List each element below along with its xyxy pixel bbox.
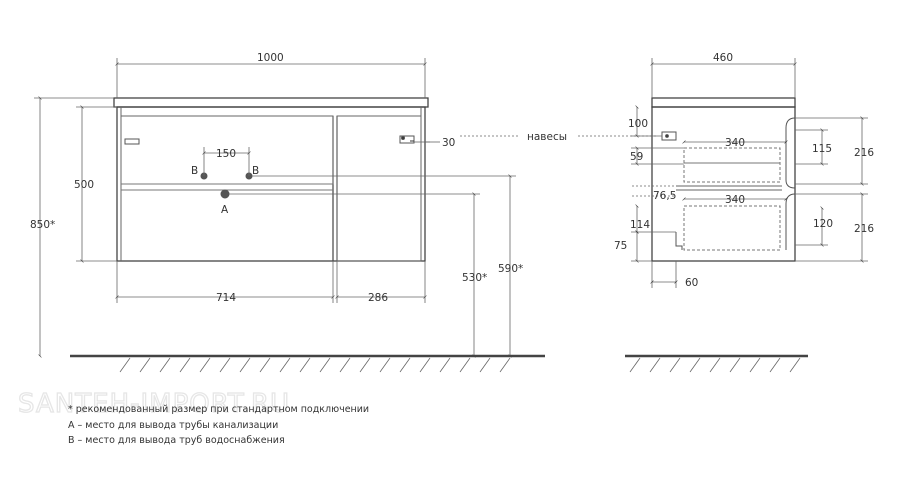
dim-lower-section: 216: [854, 223, 874, 235]
dim-upper-shelf: 340: [725, 137, 745, 149]
front-dimensions: [34, 58, 656, 358]
label-a: A: [221, 204, 229, 216]
dim-upper-drawer-offset: 59: [630, 151, 643, 163]
hinges-callout: навесы: [527, 131, 567, 143]
side-hinge: [661, 131, 677, 141]
floor-side: [625, 354, 808, 373]
floor-front: [70, 354, 545, 373]
front-view: [113, 97, 429, 262]
dim-right-section: 286: [368, 292, 388, 304]
side-dimensions: [631, 58, 868, 288]
dim-drain-height: 530*: [462, 272, 487, 284]
dim-drawer-gap: 76,5: [653, 190, 676, 202]
dim-back-offset: 60: [685, 277, 698, 289]
dim-total-height: 850*: [30, 219, 55, 231]
dim-bottom-offset: 75: [614, 240, 627, 252]
dim-upper-drawer-height: 115: [812, 143, 832, 155]
label-b-left: B: [191, 165, 198, 177]
dim-lower-shelf: 340: [725, 194, 745, 206]
upper-drawer: [683, 147, 781, 183]
drain-outlet: [220, 189, 230, 199]
dim-depth: 460: [713, 52, 733, 64]
front-cabinet-body: [116, 106, 426, 262]
side-view: [651, 97, 796, 262]
watermark: SANTEH-IMPORT.RU: [18, 389, 290, 419]
dim-body-height: 500: [74, 179, 94, 191]
hinge-right: [399, 135, 415, 144]
side-cabinet-body: [651, 106, 796, 262]
dim-hinge-offset: 30: [442, 137, 455, 149]
note-asterisk: * рекомендованный размер при стандартном…: [68, 404, 369, 415]
front-countertop: [113, 97, 429, 108]
dim-water-height: 590*: [498, 263, 523, 275]
dim-left-section: 714: [216, 292, 236, 304]
note-b: В – место для вывода труб водоснабжения: [68, 435, 285, 446]
dim-upper-section: 216: [854, 147, 874, 159]
side-countertop: [651, 97, 796, 108]
lower-drawer: [683, 205, 781, 251]
hinge-left: [124, 138, 140, 145]
label-b-right: B: [252, 165, 259, 177]
dim-tap-spacing: 150: [216, 148, 236, 160]
note-a: А – место для вывода трубы канализации: [68, 420, 278, 431]
dim-hinge-top: 100: [628, 118, 648, 130]
dim-lower-drawer-height: 120: [813, 218, 833, 230]
dim-width: 1000: [257, 52, 284, 64]
dim-lower-offset: 114: [630, 219, 650, 231]
